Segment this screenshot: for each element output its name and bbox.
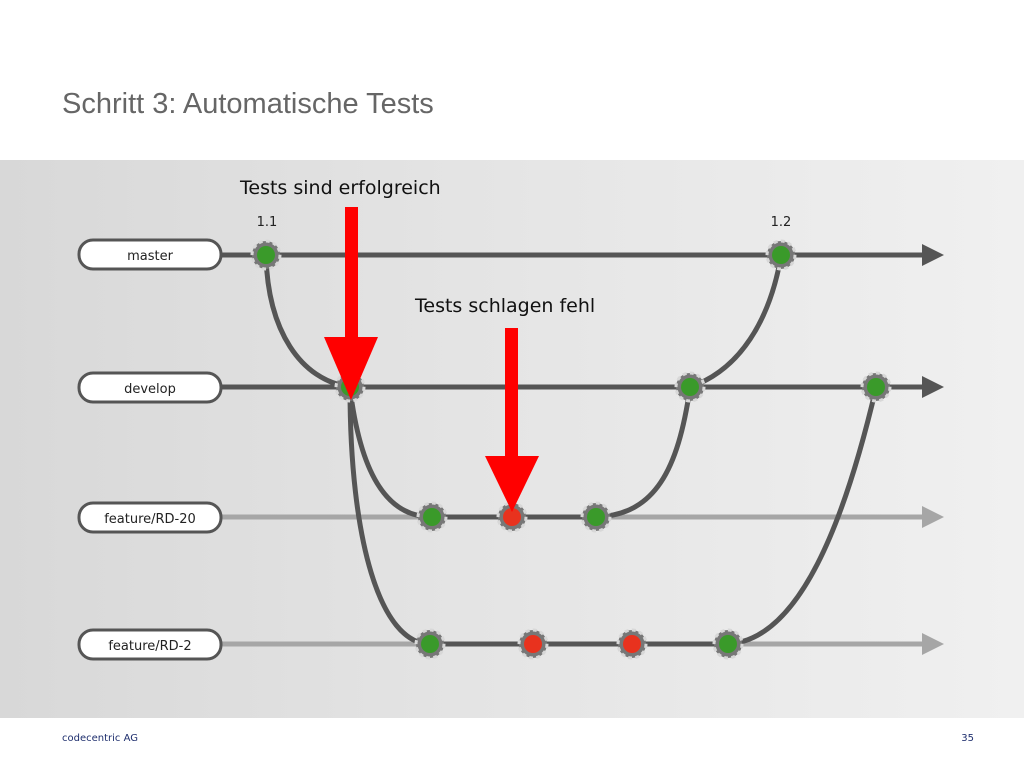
commit-node-failed <box>517 628 549 660</box>
feature-rd-20-arrowhead <box>922 506 944 528</box>
page-number: 35 <box>961 733 974 744</box>
merge-curves <box>263 255 879 647</box>
branch-label-text: feature/RD-2 <box>108 639 191 654</box>
branch-label-feature-rd-20: feature/RD-20 <box>77 501 223 534</box>
commit-node-failed <box>496 501 528 533</box>
failure-arrow <box>485 328 539 512</box>
curve-develop-to-rd-2 <box>347 387 431 647</box>
commit-node <box>416 501 448 533</box>
branch-label-text: master <box>127 249 173 264</box>
commit-node <box>250 239 282 271</box>
branch-label-develop: develop <box>77 371 223 404</box>
commit-node-failed <box>616 628 648 660</box>
commit-node <box>580 501 612 533</box>
success-arrow <box>324 207 378 400</box>
version-tag-1-1: 1.1 <box>257 215 278 230</box>
callout-tests-success: Tests sind erfolgreich <box>239 177 441 199</box>
branch-labels: master develop feature/RD-20 feature/RD-… <box>77 238 223 661</box>
footer-company: codecentric AG <box>62 733 139 744</box>
curve-rd-2-to-develop <box>727 387 879 647</box>
test-arrows <box>324 207 539 512</box>
branch-label-feature-rd-2: feature/RD-2 <box>77 628 223 661</box>
branch-label-master: master <box>77 238 223 271</box>
branch-label-text: develop <box>124 382 176 397</box>
slide-title: Schritt 3: Automatische Tests <box>62 88 434 120</box>
version-tag-1-2: 1.2 <box>771 215 792 230</box>
branch-label-text: feature/RD-20 <box>104 512 196 527</box>
curve-master-to-develop <box>263 255 351 390</box>
commit-node <box>765 239 797 271</box>
feature-rd-2-arrowhead <box>922 633 944 655</box>
commit-node <box>674 371 706 403</box>
callout-tests-fail: Tests schlagen fehl <box>414 295 595 317</box>
master-arrowhead <box>922 244 944 266</box>
commit-node <box>860 371 892 403</box>
branch-lines <box>222 244 944 655</box>
curve-rd-20-to-develop <box>595 387 693 520</box>
curve-develop-to-rd-20 <box>347 387 433 520</box>
commit-node <box>712 628 744 660</box>
curve-develop-to-master <box>689 255 784 390</box>
develop-arrowhead <box>922 376 944 398</box>
commit-node <box>414 628 446 660</box>
